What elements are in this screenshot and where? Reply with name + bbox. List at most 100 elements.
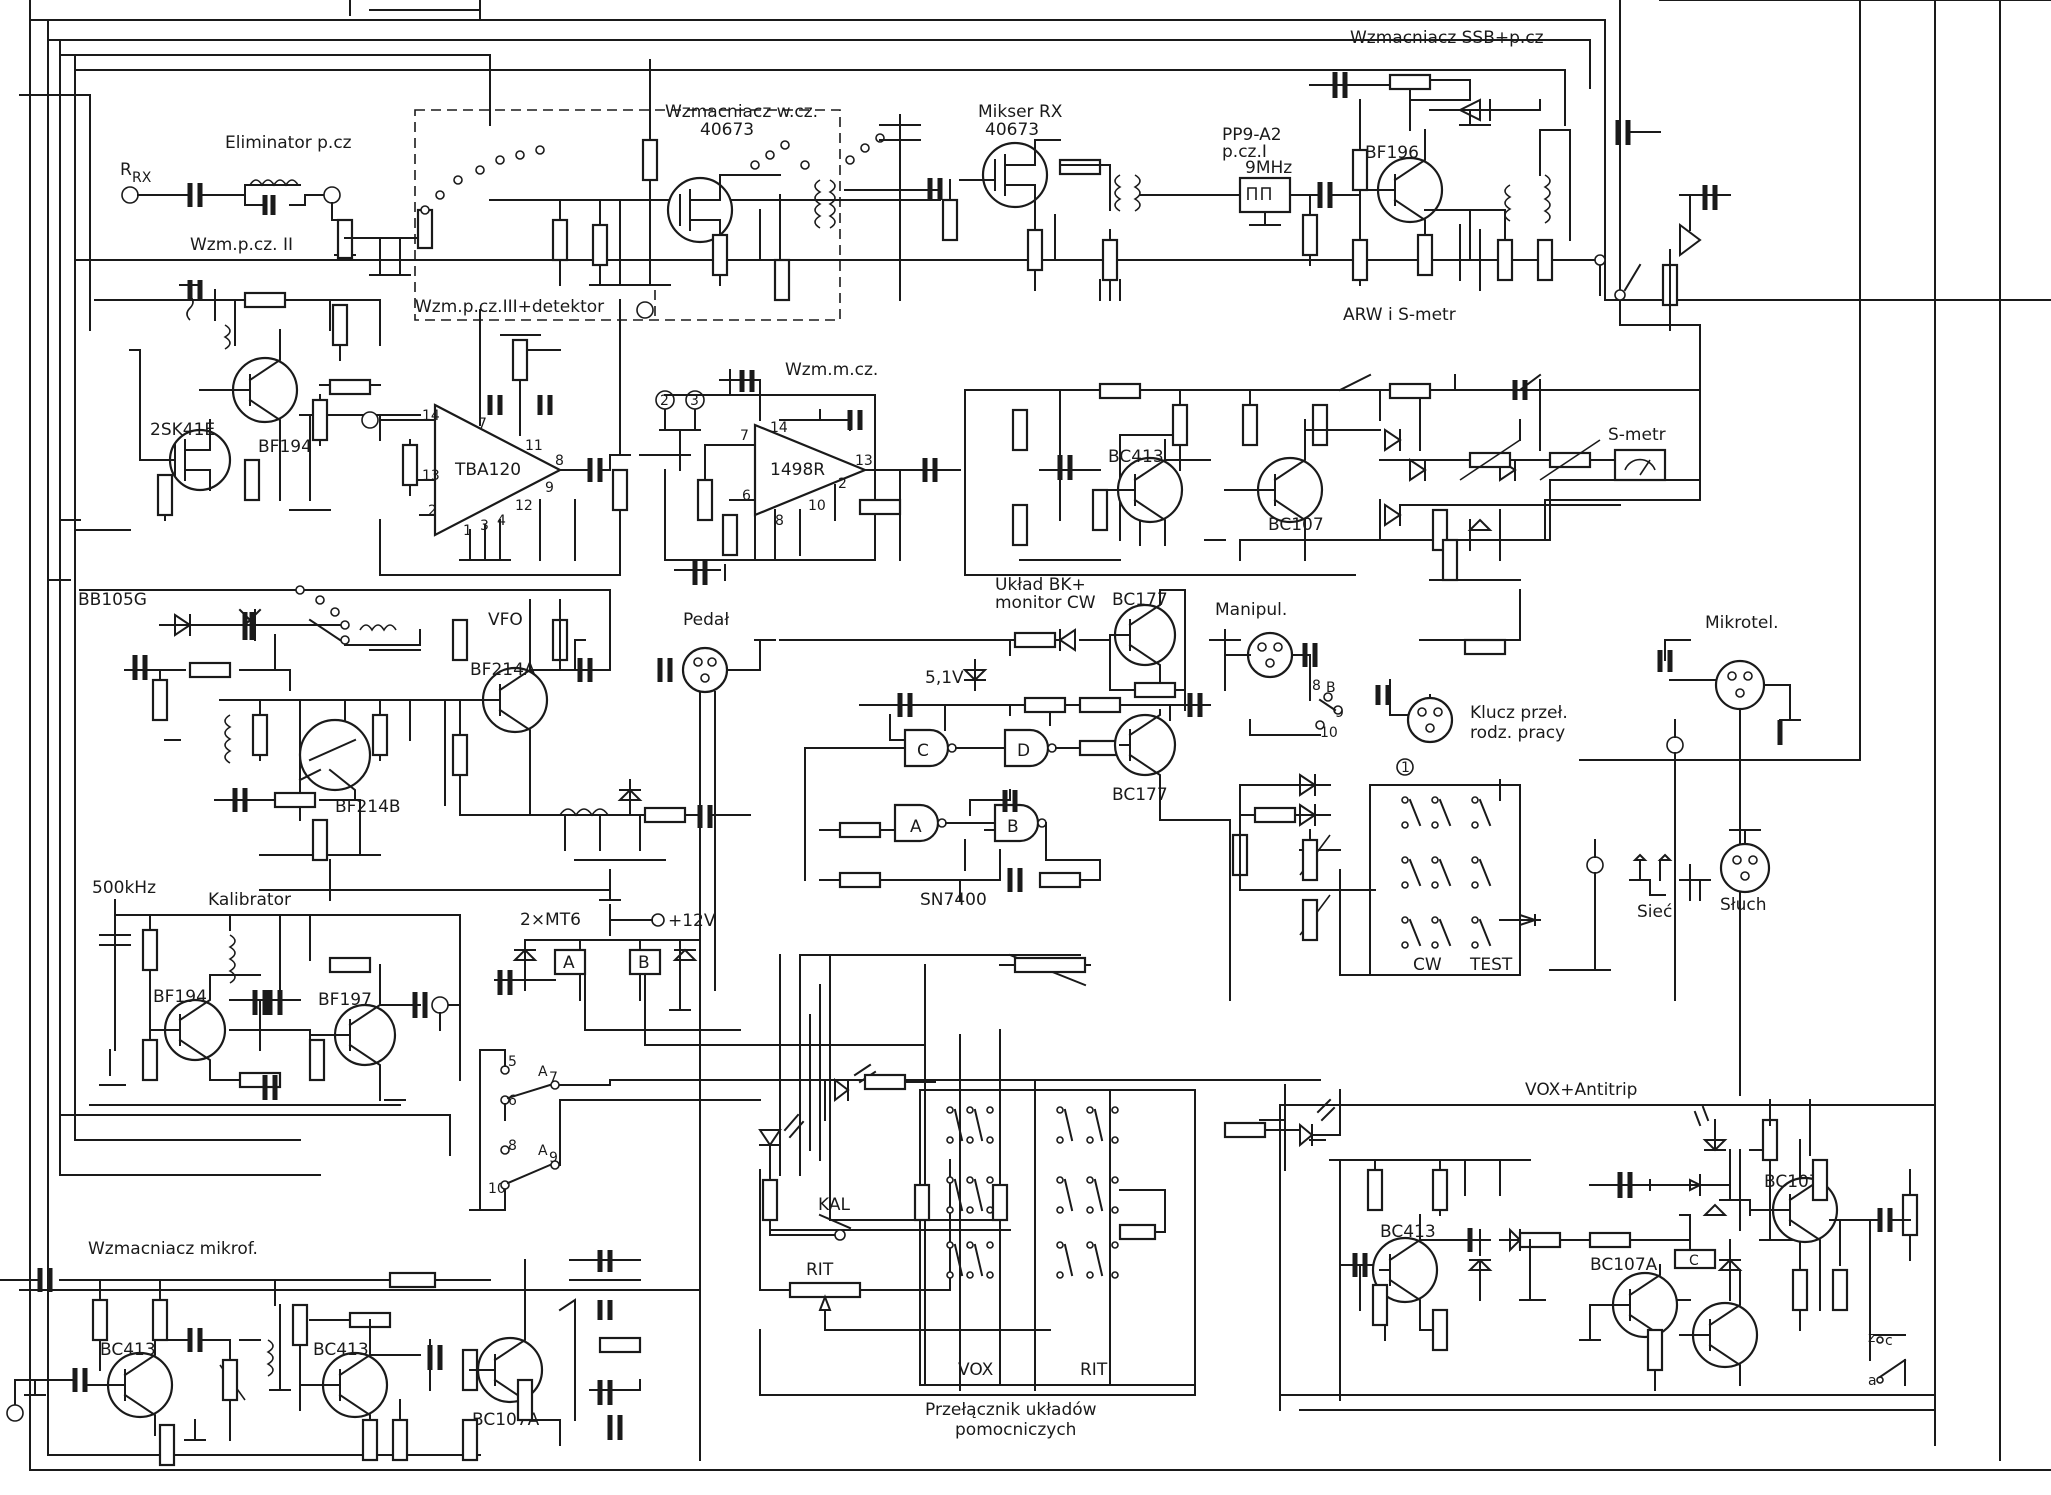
- mode-switch-connector-group: Klucz przeł. rodz. pracy: [1375, 679, 1568, 744]
- label-bc107-agc: BC107: [1268, 515, 1324, 535]
- connector-if-test[interactable]: [361, 411, 379, 429]
- label-mikser-part: 40673: [985, 120, 1039, 140]
- label-sn7400: SN7400: [920, 890, 987, 910]
- power-12v-terminal[interactable]: [651, 913, 665, 927]
- label-mikrotel: Mikrotel.: [1705, 613, 1779, 633]
- pcz3-detector-block: Wzm.p.cz.III+detektor: [414, 109, 841, 321]
- label-sluch: Słuch: [1720, 895, 1767, 915]
- antenna-connector-rrx[interactable]: [121, 186, 139, 204]
- label-mt6: 2×MT6: [520, 910, 581, 930]
- label-wzm-pcz2: Wzm.p.cz. II: [190, 235, 293, 255]
- pin-ic-7: 7: [740, 428, 749, 444]
- pin-vx-z: z: [1868, 1330, 1875, 1346]
- relay-a9-common[interactable]: [550, 1160, 560, 1170]
- mic-input-connector[interactable]: [6, 1404, 24, 1422]
- calibrator-block: 500kHz Kalibrator BF194 BF197: [89, 878, 461, 1106]
- label-bc107-vox: BC107: [1764, 1172, 1820, 1192]
- connector-cal-out[interactable]: [431, 996, 449, 1014]
- label-kalibrator: Kalibrator: [208, 890, 291, 910]
- label-wzm-wcz-part: 40673: [700, 120, 754, 140]
- connector-pcz[interactable]: [323, 186, 341, 204]
- relay-block: 2×MT6 +12V A B: [494, 869, 926, 1461]
- label-wzm-mcz: Wzm.m.cz.: [785, 360, 878, 380]
- label-rit-panel: RIT: [1080, 1360, 1108, 1380]
- pin-tba-12: 12: [515, 498, 533, 514]
- label-bf214a: BF214A: [470, 660, 536, 680]
- pin-ic-13: 13: [855, 453, 873, 469]
- switch-b-contact-10[interactable]: [1315, 720, 1325, 730]
- label-smetr: S-metr: [1608, 425, 1666, 445]
- pin-tba-8: 8: [555, 453, 564, 469]
- selector-contacts[interactable]: [1401, 796, 1479, 949]
- connector-sluch-out[interactable]: [1586, 856, 1604, 874]
- rf-amplifier: Wzmacniacz w.cz. 40673: [420, 59, 943, 302]
- selector-contact-1[interactable]: [1396, 758, 1414, 776]
- pedal-socket[interactable]: [681, 646, 729, 694]
- transistor-40673-rf: [666, 176, 734, 244]
- mic-socket[interactable]: [1714, 659, 1766, 711]
- gate-b-label: B: [1007, 817, 1019, 837]
- label-rrx-sub: RX: [132, 170, 152, 186]
- label-bf196: BF196: [1365, 143, 1419, 163]
- pin-ic-2: 2: [838, 476, 847, 492]
- relay-c-label: C: [1689, 1253, 1699, 1269]
- label-pp9: PP9-A2: [1222, 125, 1282, 145]
- vfo-block: BB105G BF214B BF214A VFO: [78, 585, 751, 901]
- label-arw: ARW i S-metr: [1343, 305, 1456, 325]
- pin-tba-9: 9: [545, 480, 554, 496]
- relay-a9-contact-8[interactable]: [500, 1145, 510, 1155]
- switch-b-contact-8[interactable]: [1323, 692, 1333, 702]
- aux-switch-panel: KAL RIT VOX RIT Przełącznik układów: [758, 953, 1341, 1440]
- relay-a7-contact-5[interactable]: [500, 1065, 510, 1075]
- pin-vx-a: a: [1868, 1373, 1877, 1389]
- label-klucz-2: rodz. pracy: [1470, 723, 1565, 743]
- headphone-socket[interactable]: [1719, 842, 1771, 894]
- label-1498r: 1498R: [770, 460, 825, 480]
- label-bc413-mic2: BC413: [313, 1340, 369, 1360]
- pin-sw-a9s: 9: [549, 1150, 558, 1166]
- kal-switch-contact[interactable]: [834, 1229, 846, 1241]
- rx-input-stage: R RX Eliminator p.cz Wzm.p.cz. II: [120, 133, 434, 276]
- mode-switch-socket[interactable]: [1406, 696, 1454, 744]
- pin-tba-11: 11: [525, 438, 543, 454]
- pin-sw-a9: A: [538, 1143, 548, 1159]
- label-vox-panel: VOX: [958, 1360, 994, 1380]
- label-przel-2: pomocniczych: [955, 1420, 1076, 1440]
- connector-detector[interactable]: [636, 301, 654, 319]
- rotary-switch-vfo[interactable]: [295, 585, 350, 645]
- relay-a7-common[interactable]: [550, 1080, 560, 1090]
- pin-tba-1: 1: [463, 523, 472, 539]
- label-vfo: VFO: [488, 610, 523, 630]
- relay-b-label: B: [638, 953, 650, 973]
- pin-tba-4: 4: [497, 513, 506, 529]
- label-rit: RIT: [806, 1260, 834, 1280]
- label-kal: KAL: [818, 1195, 850, 1215]
- label-500khz: 500kHz: [92, 878, 156, 898]
- transistor-bf214b: [298, 718, 372, 792]
- pin-ma-10: 10: [1320, 725, 1338, 741]
- ssb-if-amp: Wzmacniacz SSB+p.cz BF196: [1309, 28, 1731, 331]
- vox-switch-contact-z[interactable]: [1876, 1336, 1884, 1344]
- label-bc413-vox: BC413: [1380, 1222, 1436, 1242]
- pin-c2: 2: [660, 393, 669, 409]
- pin-ic-10: 10: [808, 498, 826, 514]
- rotary-switch-band-1[interactable]: [420, 145, 545, 215]
- label-bf194-if: BF194: [258, 437, 312, 457]
- pin-sw-a7s: 7: [549, 1070, 558, 1086]
- pin-ma-b: B: [1326, 680, 1336, 696]
- relay-coil-a: [553, 948, 587, 976]
- rotary-switch-band-2[interactable]: [750, 133, 885, 170]
- label-pedal: Pedał: [683, 610, 729, 630]
- pin-c1: 1: [1401, 760, 1410, 776]
- vox-rit-switch-contacts[interactable]: [946, 1106, 1119, 1279]
- agc-smeter-block: ARW i S-metr BC413 BC107 S-metr: [964, 305, 1701, 656]
- label-wzm-wcz: Wzmacniacz w.cz.: [665, 102, 818, 122]
- smeter-gauge: [1613, 448, 1667, 482]
- connector-mikrotel[interactable]: [1666, 736, 1684, 754]
- relay-contacts-a7-a9: 5 A 7 6 8 A 9 10: [469, 1049, 1321, 1211]
- label-manipul: Manipul.: [1215, 600, 1287, 620]
- key-socket[interactable]: [1246, 631, 1294, 679]
- pin-sw-6: 6: [508, 1093, 517, 1109]
